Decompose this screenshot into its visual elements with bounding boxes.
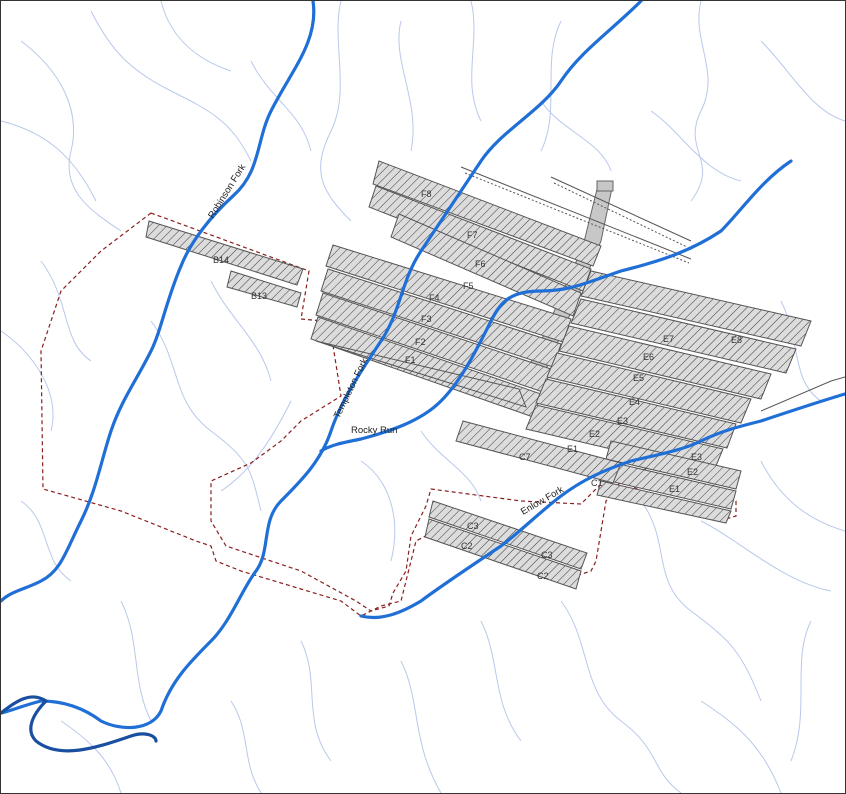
panel-E4: E4 (629, 397, 640, 407)
label-rocky-run: Rocky Run (351, 425, 397, 436)
panel-F5: F5 (463, 281, 474, 291)
panel-F8: F8 (421, 189, 432, 199)
panel-F2: F2 (415, 337, 426, 347)
panel-E3: E3 (617, 416, 628, 426)
panel-F3: F3 (421, 314, 432, 324)
panel-labels: F8 F7 F6 F5 F4 F3 F2 F1 E8 E7 E6 E5 E4 E… (213, 189, 742, 581)
panel-E3-south: E3 (691, 452, 702, 462)
panel-F6: F6 (475, 259, 486, 269)
panel-F4: F4 (429, 293, 440, 303)
label-robinson-fork: Robinson Fork (206, 162, 248, 220)
panel-E7: E7 (663, 334, 674, 344)
e-sub-panels (596, 440, 742, 524)
stream-templeton-fork (1, 1, 643, 730)
panel-E2-south: E2 (687, 467, 698, 477)
stream-enlow-fork (359, 392, 845, 620)
major-streams (1, 1, 845, 753)
panel-B13: B13 (251, 291, 267, 301)
panel-B14: B14 (213, 255, 229, 265)
stream-robinson-fork (1, 1, 316, 603)
panel-C2: C2 (461, 541, 473, 551)
c-district (424, 420, 622, 590)
roads (460, 166, 845, 412)
panel-E2: E2 (589, 429, 600, 439)
panel-E1: E1 (567, 444, 578, 454)
panel-C7: C7 (519, 452, 531, 462)
panel-C2-east: C2 (537, 571, 549, 581)
panel-F7: F7 (467, 230, 478, 240)
stream-rocky-run (319, 159, 793, 453)
b-district (145, 220, 304, 308)
panel-E8: E8 (731, 335, 742, 345)
panel-E1-south: E1 (669, 484, 680, 494)
panel-C1: C1 (591, 478, 603, 488)
panel-E6: E6 (643, 352, 654, 362)
panel-C3-east: C3 (541, 550, 553, 560)
stream-southwest (1, 695, 158, 753)
panel-E5: E5 (633, 373, 644, 383)
panel-F1: F1 (405, 355, 416, 365)
panel-C3: C3 (467, 521, 479, 531)
